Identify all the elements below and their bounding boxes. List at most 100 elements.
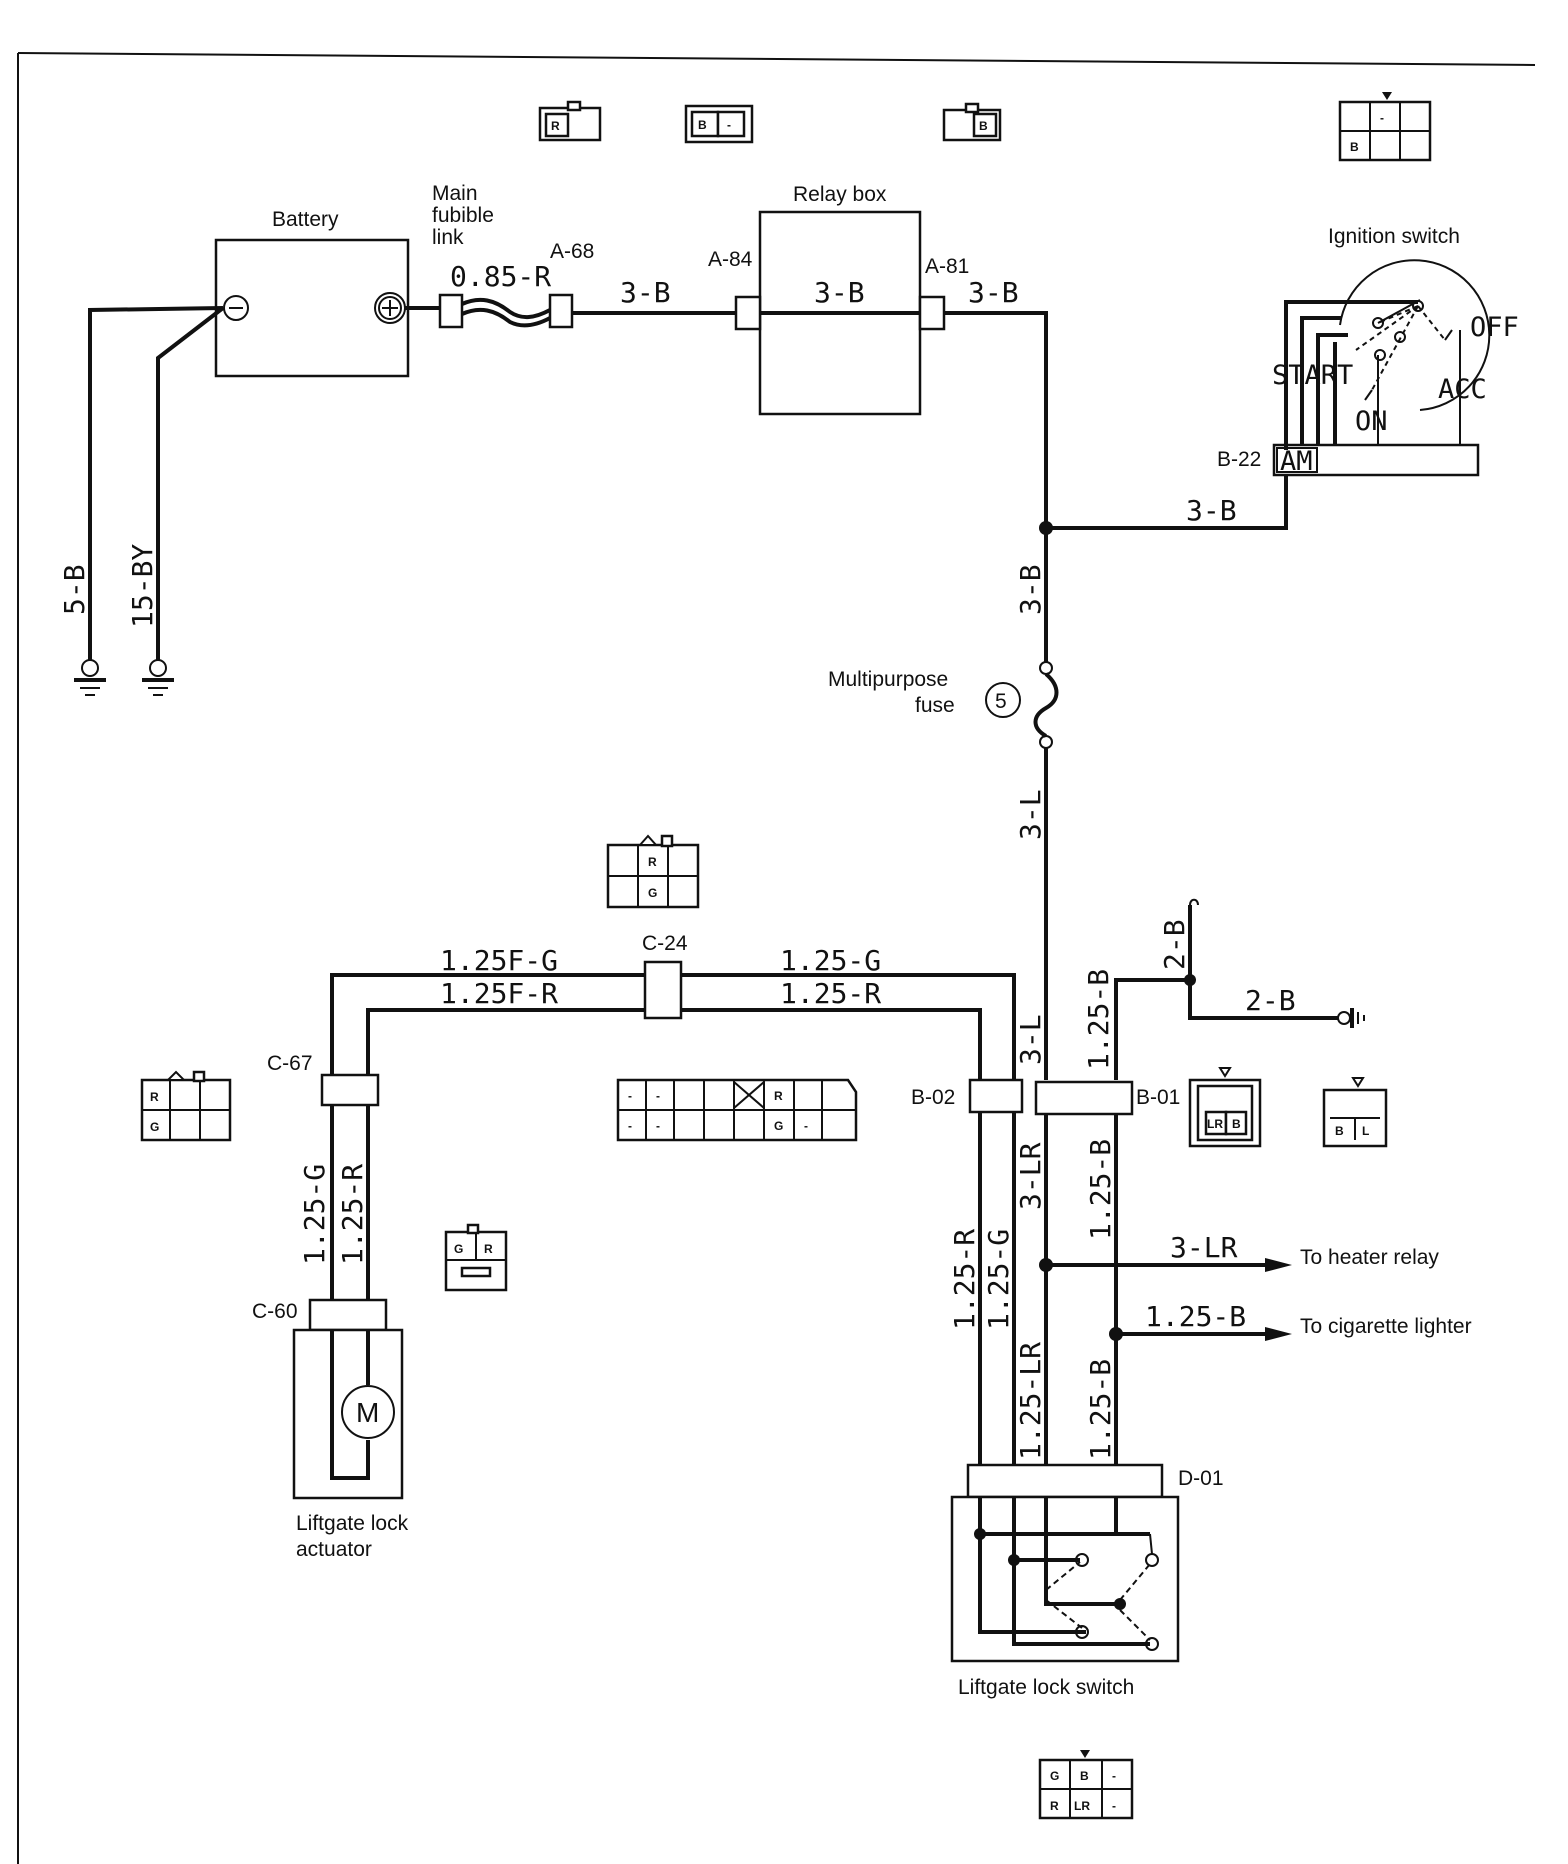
relay-box-label: Relay box — [793, 183, 887, 206]
connector-icon-a84: B - — [684, 104, 754, 144]
liftgate-actuator-box — [292, 1328, 404, 1500]
wire-5b — [88, 306, 224, 660]
dest-heater-relay: To heater relay — [1300, 1246, 1439, 1269]
actuator-label-2: actuator — [296, 1538, 372, 1561]
connector-label-c24: C-24 — [642, 932, 688, 955]
wire-label-sw-lr: 3-LR — [1014, 1142, 1047, 1210]
svg-text:B: B — [1350, 140, 1359, 154]
wire-label-c24-top-left: 1.25F-G — [440, 944, 558, 977]
svg-text:G: G — [1050, 1769, 1059, 1783]
ignition-on-label: ON — [1355, 406, 1388, 437]
connector-icon-c60: G R — [444, 1223, 508, 1292]
svg-text:R: R — [484, 1242, 493, 1256]
ignition-off-label: OFF — [1470, 312, 1519, 343]
actuator-label-1: Liftgate lock — [296, 1512, 409, 1535]
connector-c67 — [320, 1073, 380, 1107]
wire-label-b01-left-top: 1.25-B — [1082, 969, 1115, 1070]
ignition-start-label: START — [1272, 360, 1353, 391]
wire-label-vertical-feed: 3-B — [1014, 564, 1047, 615]
svg-text:R: R — [150, 1090, 159, 1104]
connector-icon-ignition: - B — [1338, 92, 1432, 162]
ignition-acc-label: ACC — [1438, 374, 1487, 405]
connector-label-c67: C-67 — [267, 1052, 313, 1075]
wire-label-cig: 1.25-B — [1145, 1300, 1246, 1333]
wire-label-sw-b2: 1.25-B — [1084, 1359, 1117, 1460]
wire-label-a68-relay: 3-B — [620, 276, 671, 309]
svg-text:LR: LR — [1207, 1117, 1223, 1131]
connector-label-c60: C-60 — [252, 1300, 298, 1323]
connector-a84 — [734, 295, 762, 331]
svg-text:-: - — [1112, 1799, 1116, 1813]
svg-text:-: - — [628, 1119, 632, 1133]
ground-icon — [74, 659, 106, 696]
svg-text:B: B — [1335, 1124, 1344, 1138]
wire-label-c24-bottom-right: 1.25-R — [780, 977, 881, 1010]
frame-top — [17, 52, 1536, 66]
battery-negative-icon — [223, 295, 249, 321]
wire-label-b01-in: 3-L — [1014, 1014, 1047, 1065]
connector-a81 — [918, 295, 946, 331]
dest-cigarette-lighter: To cigarette lighter — [1300, 1315, 1472, 1338]
wire-label-sw-b: 1.25-B — [1084, 1139, 1117, 1240]
svg-text:-: - — [656, 1119, 660, 1133]
connector-icon-b01b: B L — [1322, 1077, 1388, 1148]
svg-text:R: R — [648, 855, 657, 869]
svg-text:-: - — [1380, 111, 1384, 125]
svg-text:-: - — [656, 1089, 660, 1103]
wire-label-to-ignition: 3-B — [1186, 494, 1237, 527]
connector-icon-a81: B — [942, 102, 1002, 142]
connector-a68 — [548, 293, 574, 329]
liftgate-switch-label: Liftgate lock switch — [958, 1676, 1134, 1699]
connector-label-b01: B-01 — [1136, 1086, 1180, 1109]
ignition-am-label: AM — [1280, 446, 1313, 477]
wire-r-path — [366, 1008, 982, 1080]
wire-label-15by: 15-BY — [126, 544, 159, 628]
liftgate-switch-box — [950, 1495, 1180, 1663]
svg-text:G: G — [774, 1119, 783, 1133]
svg-text:B: B — [979, 119, 988, 133]
ignition-switch-label: Ignition switch — [1328, 225, 1460, 248]
wire-label-ground-branch-v: 2-B — [1158, 919, 1191, 970]
svg-text:LR: LR — [1074, 1799, 1090, 1813]
svg-text:G: G — [648, 886, 657, 900]
svg-text:-: - — [727, 118, 731, 132]
wire-15by — [156, 306, 225, 660]
fuse-label-1: Multipurpose — [828, 668, 948, 691]
connector-label-b22: B-22 — [1217, 448, 1261, 471]
fusible-link-label-3: link — [432, 226, 464, 249]
svg-text:R: R — [551, 119, 560, 133]
wire-label-c24-top-right: 1.25-G — [780, 944, 881, 977]
svg-text:B: B — [1232, 1117, 1241, 1131]
wire-label-sw-g: 1.25-G — [982, 1229, 1015, 1330]
wire-label-ground-branch-h: 2-B — [1245, 984, 1296, 1017]
svg-text:G: G — [150, 1120, 159, 1134]
svg-text:R: R — [774, 1089, 783, 1103]
wire-label-after-fuse: 3-L — [1014, 789, 1047, 840]
svg-text:R: R — [1050, 1799, 1059, 1813]
arrow-icon — [1265, 1327, 1292, 1341]
wire-label-act-r: 1.25-R — [336, 1164, 369, 1265]
connector-label-d01: D-01 — [1178, 1467, 1224, 1490]
switch-contact-icon — [1075, 1553, 1089, 1567]
motor-symbol: M — [356, 1397, 379, 1428]
ignition-switch-arc — [1339, 259, 1491, 411]
svg-text:B: B — [698, 118, 707, 132]
connector-label-a68: A-68 — [550, 240, 594, 263]
fusible-link-wire — [461, 297, 551, 319]
wire-label-act-g: 1.25-G — [298, 1164, 331, 1265]
connector-icon-b01: LR B — [1188, 1067, 1262, 1148]
svg-text:L: L — [1362, 1124, 1369, 1138]
connector-icon-a68: R — [538, 100, 602, 142]
connector-b02 — [968, 1078, 1024, 1114]
fusible-link-connector-left — [438, 293, 464, 329]
fuse-icon — [1033, 661, 1059, 749]
svg-text:-: - — [628, 1089, 632, 1103]
wire-label-heater: 3-LR — [1170, 1231, 1238, 1264]
wire-label-relay-inner: 3-B — [814, 276, 865, 309]
wire-label-fusible: 0.85-R — [450, 260, 551, 293]
connector-label-a84: A-84 — [708, 248, 753, 271]
connector-label-a81: A-81 — [925, 255, 969, 278]
ground-icon — [142, 659, 174, 696]
connector-c60 — [308, 1298, 388, 1332]
